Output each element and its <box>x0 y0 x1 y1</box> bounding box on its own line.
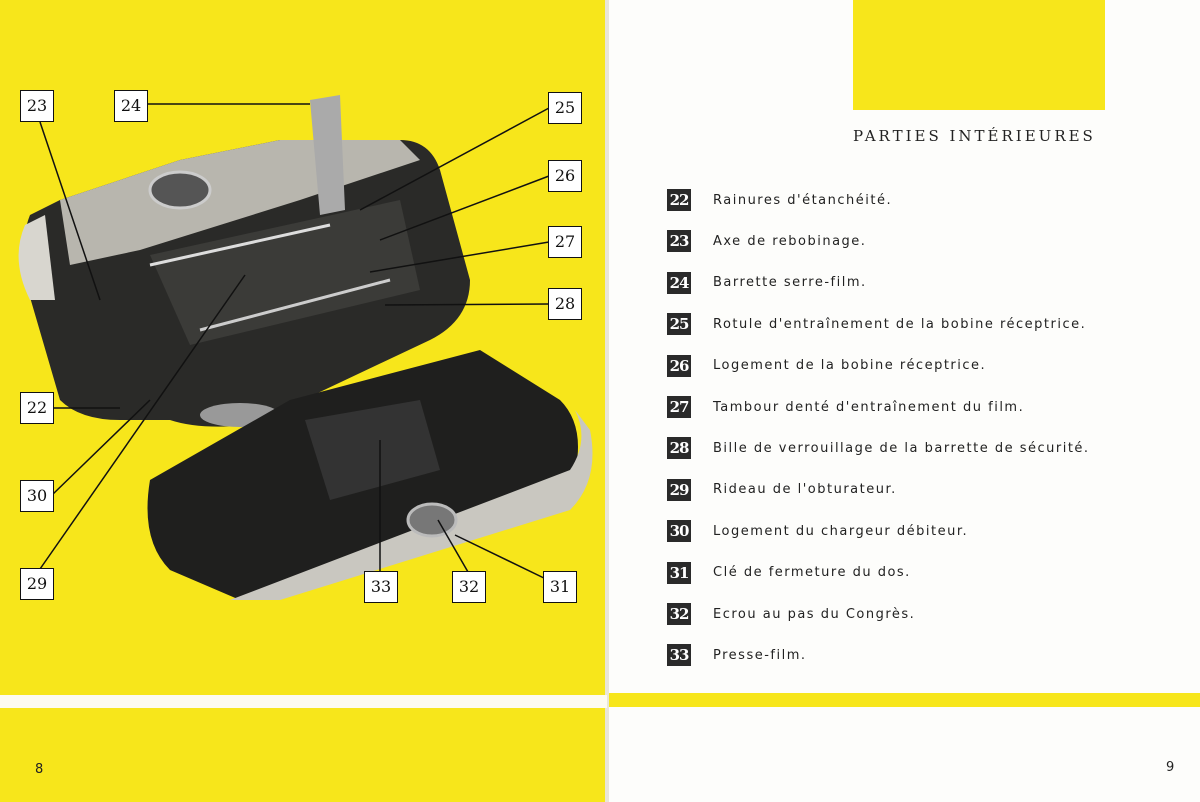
item-text: Barrette serre-film. <box>713 275 867 291</box>
callout-22: 22 <box>20 392 54 424</box>
item-number-badge: 30 <box>667 520 691 543</box>
callout-32: 32 <box>452 571 486 603</box>
item-number-badge: 27 <box>667 396 691 418</box>
callout-23: 23 <box>20 90 54 122</box>
page-number-left: 8 <box>35 762 44 777</box>
legend-item: 26 Logement de la bobine réceptrice. <box>667 354 987 377</box>
page-title: PARTIES INTÉRIEURES <box>853 127 1096 145</box>
callout-31: 31 <box>543 571 577 603</box>
legend-item: 27 Tambour denté d'entraînement du film. <box>667 396 1024 418</box>
callout-26: 26 <box>548 160 582 192</box>
page-number-right: 9 <box>1166 760 1175 775</box>
camera-photo <box>18 95 593 600</box>
callout-28: 28 <box>548 288 582 320</box>
callout-24: 24 <box>114 90 148 122</box>
item-number-badge: 25 <box>667 313 691 336</box>
left-stripe <box>0 695 607 708</box>
item-text: Tambour denté d'entraînement du film. <box>713 399 1025 415</box>
right-stripe <box>609 693 1200 707</box>
item-number-badge: 33 <box>667 644 691 667</box>
item-text: Axe de rebobinage. <box>713 233 867 249</box>
legend-item: 33 Presse-film. <box>667 644 807 667</box>
legend-item: 23 Axe de rebobinage. <box>667 230 867 253</box>
item-text: Rotule d'entraînement de la bobine récep… <box>713 316 1087 332</box>
legend-item: 32 Ecrou au pas du Congrès. <box>667 603 915 625</box>
item-text: Presse-film. <box>713 647 807 663</box>
item-text: Rainures d'étanchéité. <box>713 192 893 208</box>
callout-29: 29 <box>20 568 54 600</box>
yellow-block <box>853 0 1105 110</box>
item-number-badge: 23 <box>667 230 691 253</box>
legend-item: 22 Rainures d'étanchéité. <box>667 189 892 211</box>
legend-item: 24 Barrette serre-film. <box>667 271 867 294</box>
page-spine <box>605 0 609 802</box>
item-number-badge: 24 <box>667 271 691 294</box>
legend-item: 31 Clé de fermeture du dos. <box>667 561 911 584</box>
callout-27: 27 <box>548 226 582 258</box>
callout-30: 30 <box>20 480 54 512</box>
item-text: Clé de fermeture du dos. <box>713 565 911 581</box>
item-number-badge: 28 <box>667 437 691 460</box>
item-number-badge: 26 <box>667 354 691 377</box>
item-text: Logement du chargeur débiteur. <box>713 523 969 539</box>
item-text: Bille de verrouillage de la barrette de … <box>713 440 1090 456</box>
item-number-badge: 29 <box>667 478 691 501</box>
item-text: Ecrou au pas du Congrès. <box>713 606 916 622</box>
item-number-badge: 32 <box>667 603 691 625</box>
item-text: Logement de la bobine réceptrice. <box>713 358 987 374</box>
legend-item: 30 Logement du chargeur débiteur. <box>667 520 969 543</box>
item-number-badge: 31 <box>667 561 691 584</box>
legend-item: 29 Rideau de l'obturateur. <box>667 478 897 501</box>
item-text: Rideau de l'obturateur. <box>713 482 897 498</box>
legend-item: 25 Rotule d'entraînement de la bobine réc… <box>667 313 1087 336</box>
legend-item: 28 Bille de verrouillage de la barrette d… <box>667 437 1090 460</box>
item-number-badge: 22 <box>667 189 691 211</box>
callout-33: 33 <box>364 571 398 603</box>
callout-25: 25 <box>548 92 582 124</box>
